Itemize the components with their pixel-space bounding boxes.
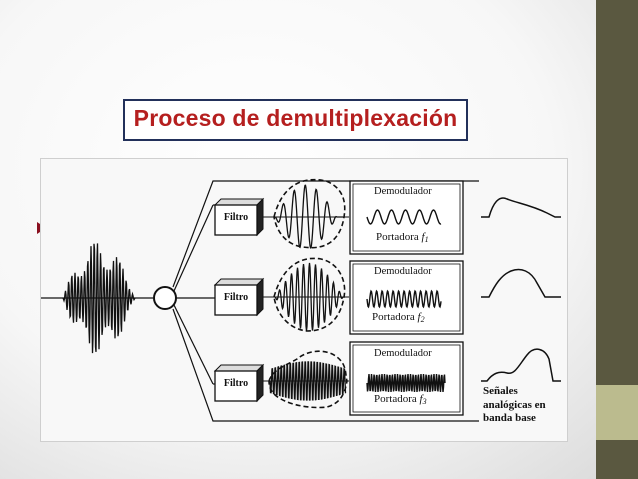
filtered-envelope-3 xyxy=(268,350,348,409)
carrier-subscript-1: 1 xyxy=(424,235,429,244)
filter-label-2: Filtro xyxy=(223,292,249,303)
carrier-text-1: Portadora xyxy=(376,231,419,243)
filter-box-1 xyxy=(213,197,265,237)
carrier-subscript-3: 3 xyxy=(422,397,427,406)
carrier-wave-3 xyxy=(366,374,446,392)
branch-line-1 xyxy=(173,204,214,292)
side-band-bottom xyxy=(596,440,638,479)
carrier-wave-1 xyxy=(366,209,442,225)
filter-label-3: Filtro xyxy=(223,378,249,389)
demultiplexing-diagram: Filtro Filtro Filtro Demodulador Demodul… xyxy=(40,158,568,442)
filter-box-3 xyxy=(213,363,265,403)
demodulator-box-1 xyxy=(349,180,464,255)
slide-title: Proceso de demultiplexación xyxy=(133,105,458,131)
filter-box-2 xyxy=(213,277,265,317)
carrier-symbol-3: f xyxy=(419,393,423,405)
carrier-label-3: Portadora f3 xyxy=(374,393,427,406)
demodulator-label-1: Demodulador xyxy=(374,186,432,197)
filtered-envelope-2 xyxy=(273,257,346,332)
composite-signal-wave xyxy=(62,243,136,354)
side-band-middle xyxy=(596,385,638,440)
carrier-symbol-1: f xyxy=(421,231,425,243)
carrier-wave-2 xyxy=(366,289,442,309)
filtered-wave-3 xyxy=(269,361,347,401)
title-box: Proceso de demultiplexación xyxy=(123,99,468,141)
filtered-envelope-1 xyxy=(273,178,346,249)
demodulator-label-2: Demodulador xyxy=(374,266,432,277)
output-caption: Señales analógicas en banda base xyxy=(483,385,546,424)
carrier-label-1: Portadora f1 xyxy=(376,231,429,244)
branch-line-3 xyxy=(173,304,214,385)
carrier-text-2: Portadora xyxy=(372,311,415,323)
filtered-wave-1 xyxy=(274,184,343,249)
side-band-top xyxy=(596,0,638,385)
diagram-drawing xyxy=(41,178,561,422)
demodulator-box-2 xyxy=(349,260,464,335)
baseband-output-2 xyxy=(481,268,561,298)
filter-label-1: Filtro xyxy=(223,212,249,223)
demodulator-label-3: Demodulador xyxy=(374,348,432,359)
trapezoid-bottom xyxy=(172,308,479,422)
filtered-wave-2 xyxy=(274,262,344,331)
carrier-symbol-2: f xyxy=(417,311,421,323)
splitter-node xyxy=(153,286,177,310)
carrier-subscript-2: 2 xyxy=(420,315,425,324)
baseband-output-1 xyxy=(481,197,561,218)
carrier-label-2: Portadora f2 xyxy=(372,311,425,324)
carrier-text-3: Portadora xyxy=(374,393,417,405)
baseband-output-3 xyxy=(481,348,561,382)
